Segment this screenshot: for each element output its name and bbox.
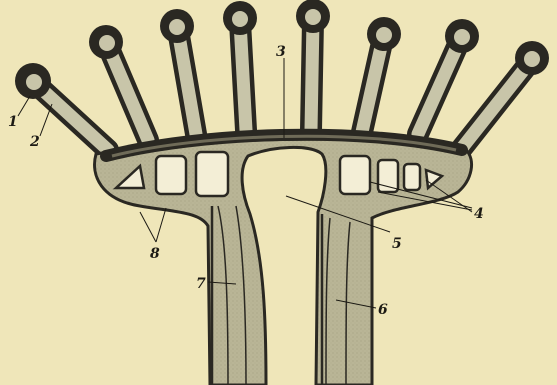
chamber-right-1 <box>340 156 370 194</box>
radial-canal-6 <box>362 17 401 132</box>
chamber-right-3 <box>404 164 420 190</box>
label-6: 6 <box>378 302 388 318</box>
chamber-left-3 <box>196 152 228 196</box>
radial-canal-8 <box>462 41 549 148</box>
radial-canal-3 <box>160 9 196 134</box>
label-5: 5 <box>392 236 402 252</box>
radial-canal-7 <box>418 19 479 134</box>
chamber-right-2 <box>378 160 398 192</box>
label-3: 3 <box>276 44 286 60</box>
label-2: 2 <box>29 134 40 150</box>
radial-canal-2 <box>89 25 148 140</box>
label-7: 7 <box>196 276 206 292</box>
label-4: 4 <box>474 206 484 222</box>
label-8: 8 <box>150 246 160 262</box>
radial-canal-1 <box>15 63 108 150</box>
radial-canal-4 <box>223 1 257 130</box>
radial-canals <box>15 0 549 150</box>
label-1: 1 <box>8 114 18 130</box>
radial-canal-5 <box>296 0 330 130</box>
chamber-left-2 <box>156 156 186 194</box>
